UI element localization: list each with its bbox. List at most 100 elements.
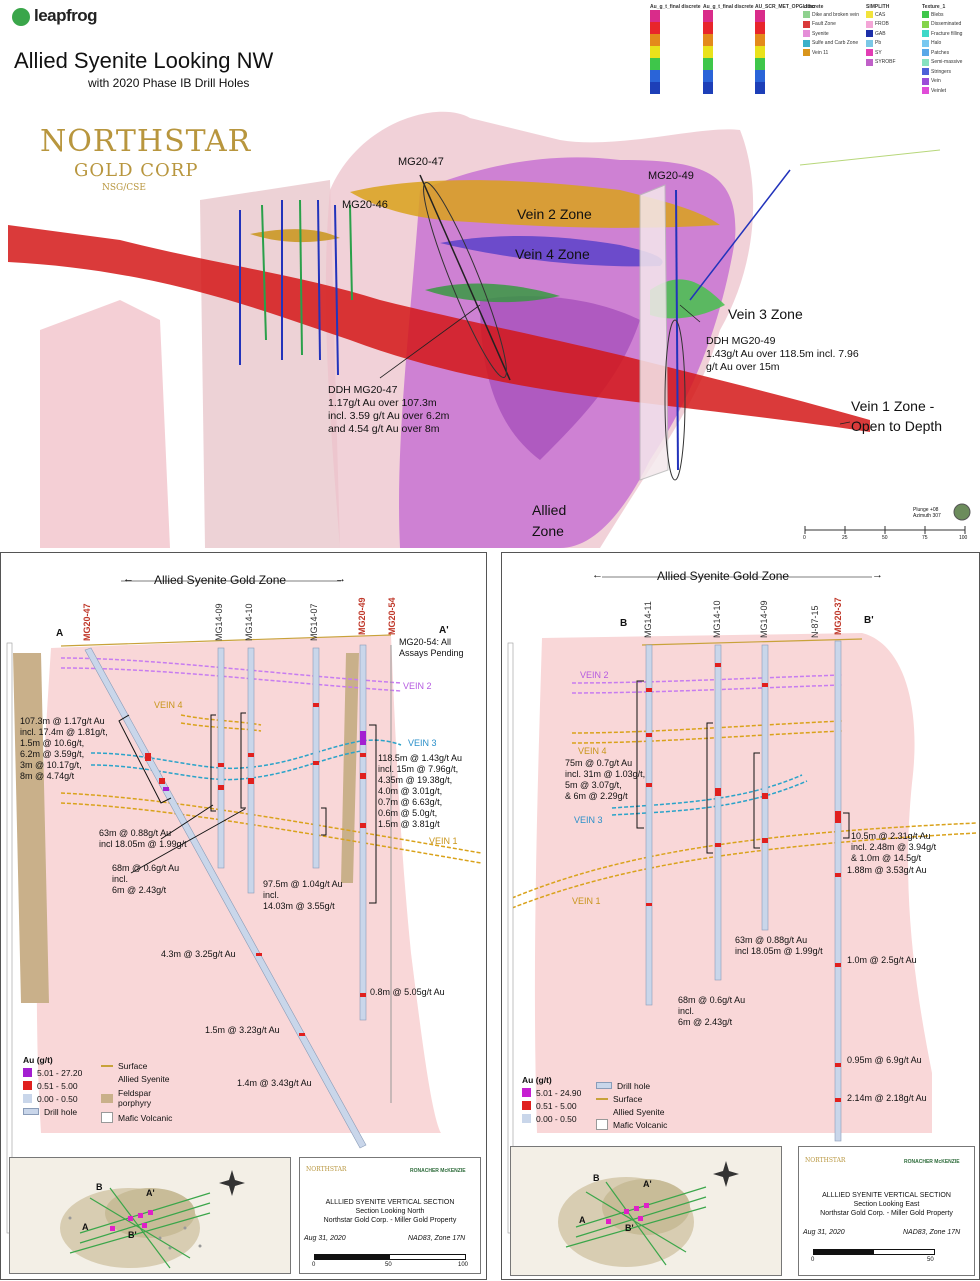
- scale-b-50: 50: [927, 1257, 934, 1263]
- title-block-datum: NAD83, Zone 17N: [903, 1229, 961, 1236]
- assay-note-mg14-07: 97.5m @ 1.04g/t Au incl. 14.03m @ 3.55g/…: [263, 879, 343, 911]
- title-block-line2: Section Looking East: [853, 1201, 920, 1208]
- label-vein-3: Vein 3 Zone: [728, 306, 803, 322]
- assay-note-mg14-09: 63m @ 0.88g/t Au incl 18.05m @ 1.99g/t: [99, 828, 187, 849]
- title-block-datum: NAD83, Zone 17N: [408, 1235, 466, 1242]
- allied-syenite-area-b: [534, 633, 932, 1133]
- legend-b: Au (g/t) 5.01 - 24.90 0.51 - 5.00 0.00 -…: [522, 1074, 582, 1124]
- title-block-line1: ALLLIED SYENITE VERTICAL SECTION: [822, 1192, 951, 1199]
- mg20-49-trace: [675, 189, 679, 471]
- vein-4-zone: [440, 236, 663, 267]
- hole-mg20-47: [84, 647, 367, 1149]
- mg20-49-ellipse: [664, 319, 686, 481]
- hole-label-n-87-15: N-87-15: [810, 605, 820, 638]
- arrow-right-icon: →: [335, 573, 346, 585]
- scale-bar-a: [314, 1254, 466, 1260]
- hole-label-mg20-47: MG20-47: [82, 603, 92, 641]
- title-block-line1: ALLLIED SYENITE VERTICAL SECTION: [325, 1199, 455, 1206]
- mg20-47-trace: [419, 174, 511, 381]
- mg20-54-pending-note: MG20-54: All Assays Pending: [399, 637, 464, 658]
- hole-label-mg14-09: MG14-09: [214, 603, 224, 641]
- title-block-a: NORTHSTAR RONACHER McKENZIE ALLLIED SYEN…: [299, 1157, 481, 1274]
- 3d-scene: [8, 111, 971, 548]
- hole-mg14-09: [217, 647, 225, 869]
- northstar-logo-word: NORTHSTAR: [40, 124, 252, 159]
- legend-b-head: Au (g/t): [522, 1074, 552, 1085]
- arrow-left-icon: ←: [592, 569, 603, 581]
- label-vein-3-b: VEIN 3: [574, 815, 603, 825]
- section-letter-b: B: [620, 618, 628, 629]
- brand-text: leapfrog: [34, 6, 98, 25]
- scale-tick-0: 0: [803, 535, 806, 541]
- map-label-b: B: [96, 1182, 103, 1192]
- label-allied-line2: Zone: [532, 523, 564, 539]
- title-block-date: Aug 31, 2020: [803, 1229, 845, 1236]
- legend-au-2: Au_g_t_final discrete: [703, 4, 754, 94]
- vein-2-b-2: [571, 684, 843, 694]
- assay-note-mg14-10-b: 68m @ 0.6g/t Au incl. 6m @ 2.43g/t: [678, 995, 746, 1027]
- vein-3-west: [425, 283, 560, 303]
- hole-label-mg14-10: MG14-10: [244, 603, 254, 641]
- vein-4-b-2: [571, 730, 843, 744]
- legend-litho: Litho Dike and broken vein Fault Zone Sy…: [803, 4, 859, 57]
- vein1-leader: [839, 421, 851, 425]
- ddh49-leader: [679, 304, 701, 323]
- title-block-rm-logo: RONACHER McKENZIE: [904, 1159, 960, 1165]
- scale-tick-75: 75: [922, 535, 928, 541]
- hole-mg20-37: [834, 640, 842, 1142]
- frog-icon: [12, 7, 30, 26]
- hole-mg14-07: [312, 647, 320, 869]
- hole-label-mg14-09-b: MG14-09: [759, 600, 769, 638]
- feldspar-porphyry-east: [341, 653, 359, 883]
- feldspar-porphyry-west: [13, 653, 49, 1003]
- legend-au-1: Au_g_t_final discrete: [650, 4, 701, 94]
- scale-a-50: 50: [385, 1262, 392, 1268]
- mg20-49-slab: [639, 184, 669, 481]
- section-a-title: Allied Syenite Gold Zone: [154, 573, 287, 587]
- map-label-b-prime: B': [128, 1230, 137, 1240]
- scale-b-0: 0: [811, 1257, 815, 1263]
- map-label-a-prime: A': [146, 1188, 155, 1198]
- scale-a-100: 100: [458, 1262, 469, 1268]
- vein-2-zone: [350, 180, 720, 228]
- legend-au-scr: AU_SCR_MET_OPG discrete: [755, 4, 823, 94]
- map-label-a: A: [82, 1222, 89, 1232]
- vein-4-line-1: [180, 714, 262, 726]
- legend-a-head: Au (g/t): [23, 1054, 53, 1065]
- scale-a-0: 0: [312, 1262, 316, 1268]
- hole-label-mg14-10-b: MG14-10: [712, 600, 722, 638]
- location-map-a-svg: [60, 1170, 245, 1269]
- page-subtitle: with 2020 Phase IB Drill Holes: [88, 76, 250, 90]
- assay-note-0-95m: 0.95m @ 6.9g/t Au: [847, 1055, 922, 1065]
- hole-label-mg14-07: MG14-07: [309, 603, 319, 641]
- location-map-a: B A' A B': [9, 1157, 291, 1274]
- assay-note-1-0m: 1.0m @ 2.5g/t Au: [847, 955, 917, 965]
- hole-label-mg20-49: MG20-49: [357, 597, 367, 635]
- compass-globe-icon: [953, 503, 971, 521]
- leapfrog-logo: leapfrog: [12, 6, 98, 26]
- scale-tick-100: 100: [959, 535, 968, 541]
- drill-holes-west: [239, 199, 353, 376]
- legend-a: Au (g/t) 5.01 - 27.20 0.51 - 5.00 0.00 -…: [23, 1054, 83, 1117]
- assay-intervals-b: [646, 663, 841, 1102]
- label-vein-4-a: VEIN 4: [154, 700, 183, 710]
- ddh-mg20-47-note: DDH MG20-47 1.17g/t Au over 107.3m incl.…: [328, 384, 450, 435]
- assay-note-mg20-49: 118.5m @ 1.43g/t Au incl. 15m @ 7.96g/t,…: [378, 753, 463, 829]
- label-vein-4: Vein 4 Zone: [515, 246, 590, 262]
- surface-line-b: [641, 638, 863, 646]
- arrow-right-icon: →: [872, 569, 883, 581]
- plunge-label: Plunge +08: [913, 507, 939, 513]
- title-block-northstar-logo: NORTHSTAR: [805, 1157, 846, 1164]
- north-arrow-icon: [713, 1161, 739, 1187]
- section-b-title: Allied Syenite Gold Zone: [657, 569, 790, 583]
- assay-intervals-a: [145, 703, 366, 1036]
- legend-a-geology: Surface Allied Syenite Feldspar porphyry…: [101, 1059, 178, 1124]
- assay-note-mg20-47: 107.3m @ 1.17g/t Au incl. 17.4m @ 1.81g/…: [20, 716, 108, 781]
- hole-mg14-10-b: [714, 644, 722, 981]
- syenite-block-left: [40, 300, 170, 548]
- section-b-drawing: [507, 576, 978, 1234]
- title-block-line3: Northstar Gold Corp. - Miller Gold Prope…: [323, 1217, 457, 1224]
- section-letter-b-prime: B': [864, 615, 874, 626]
- location-map-b: B A' A B': [510, 1146, 782, 1276]
- map-label-a-prime: A': [643, 1179, 652, 1189]
